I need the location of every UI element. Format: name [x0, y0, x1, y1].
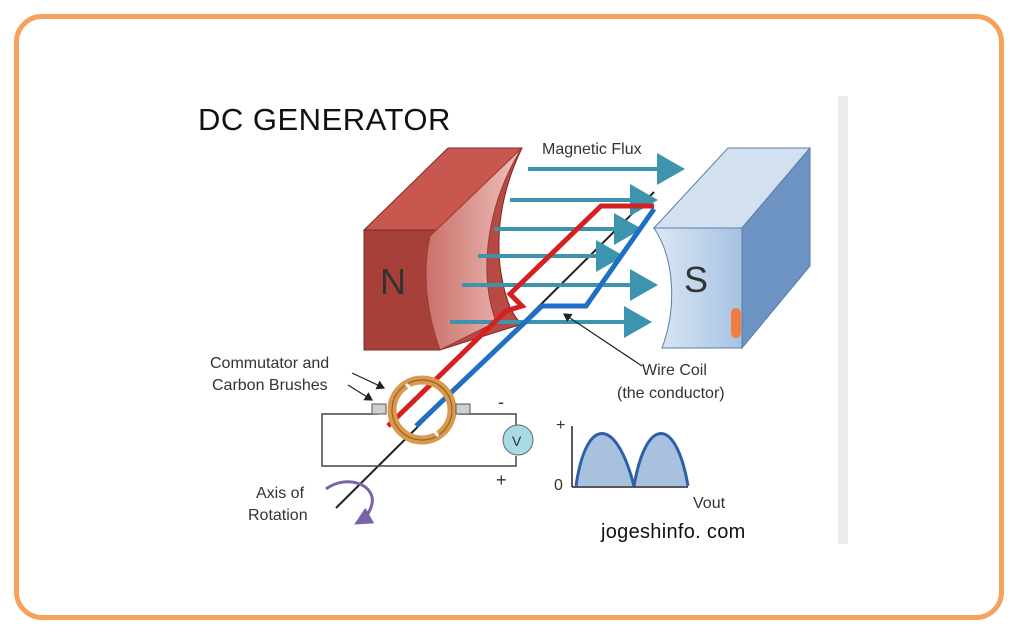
- north-pole-label: N: [380, 261, 406, 302]
- wire-coil: [386, 203, 657, 428]
- carbon-brush-left: [371, 403, 387, 415]
- figure-title: DC GENERATOR: [198, 102, 451, 137]
- carbon-brush-right: [455, 403, 471, 415]
- watermark-text: jogeshinfo. com: [601, 521, 746, 543]
- wire-coil-label-line2: (the conductor): [617, 385, 725, 402]
- external-circuit: [321, 413, 517, 467]
- north-magnet: [362, 147, 524, 351]
- commutator-pointer-1: [351, 372, 386, 390]
- dc-generator-figure: DC GENERATOR: [176, 96, 848, 544]
- graph-plus-label: +: [556, 417, 565, 434]
- vout-waveform: [574, 432, 690, 487]
- commutator-pointer-2: [347, 384, 374, 401]
- rotation-arrow: [325, 480, 375, 525]
- generator-diagram: N S Magnetic Flux Wire Coil (t: [210, 141, 812, 525]
- axis-label-line1: Axis of: [256, 485, 305, 502]
- graph-xlabel: Vout: [693, 495, 726, 512]
- figure-edge: [838, 96, 848, 544]
- graph-zero-label: 0: [554, 477, 563, 494]
- wire-coil-label-line1: Wire Coil: [642, 362, 707, 379]
- magnetic-flux-arrows: [450, 153, 685, 338]
- south-pole-label: S: [684, 259, 708, 300]
- voltmeter-label: V: [512, 433, 522, 449]
- commutator-label-line1: Commutator and: [210, 355, 329, 372]
- axis-label-line2: Rotation: [248, 507, 308, 524]
- voltmeter: [502, 424, 534, 456]
- vout-graph: [571, 426, 690, 488]
- orange-marker: [731, 308, 741, 338]
- wire-coil-pointer: [563, 313, 643, 367]
- voltmeter-minus: -: [498, 392, 504, 412]
- commutator-ring: [387, 375, 457, 445]
- commutator-label-line2: Carbon Brushes: [212, 377, 328, 394]
- south-magnet: [652, 146, 812, 350]
- magnetic-flux-label: Magnetic Flux: [542, 141, 642, 158]
- voltmeter-plus: +: [496, 470, 507, 490]
